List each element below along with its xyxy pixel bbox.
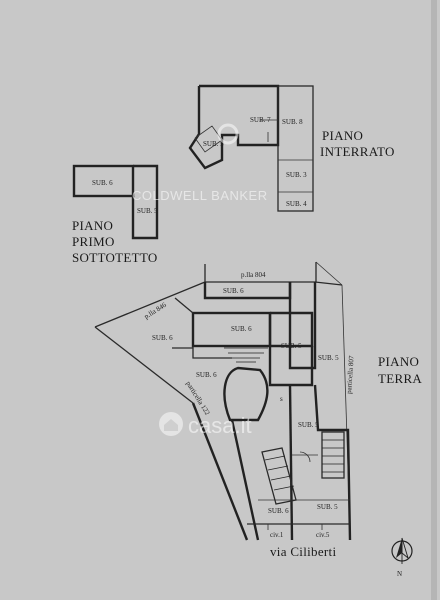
sub6-ground-top-label: SUB. 6 xyxy=(223,287,244,295)
north-label: N xyxy=(397,570,402,578)
basement-plan: SUB. 7 SUB. 8 SUB. 5 SUB. 3 SUB. 4 xyxy=(188,84,314,212)
watermark-casa-it: casa.it xyxy=(188,413,252,438)
sub5-basement-label: SUB. 5 xyxy=(203,140,224,148)
basement-title-line1: PIANO xyxy=(322,128,363,143)
sub6-ground-bottom-label: SUB. 6 xyxy=(268,507,289,515)
sub5-ground-a-label: SUB. 5 xyxy=(281,342,302,350)
basement-title-line2: INTERRATO xyxy=(320,144,395,159)
street-name: via Ciliberti xyxy=(270,544,336,559)
north-arrow-icon xyxy=(391,537,413,564)
stair-lower-right xyxy=(321,431,345,479)
stair-lower-left xyxy=(261,447,297,505)
parcel-804-label: p.lla 804 xyxy=(241,271,266,279)
parcel-807-label: particella 807 xyxy=(345,355,356,394)
sub5-ground-b-label: SUB. 5 xyxy=(318,354,339,362)
attic-plan: SUB. 6 SUB. 5 xyxy=(72,164,159,240)
civ1-label: civ.1 xyxy=(270,531,284,539)
sub4-label: SUB. 4 xyxy=(286,200,307,208)
sub6-attic-label: SUB. 6 xyxy=(92,179,113,187)
sub3-label: SUB. 3 xyxy=(286,171,307,179)
attic-title-line1: PIANO xyxy=(72,218,113,233)
attic-title-line2: PRIMO xyxy=(72,234,115,249)
sub6-ground-mid-label: SUB. 6 xyxy=(196,371,217,379)
sub7-label: SUB. 7 xyxy=(250,116,271,124)
coldwell-banker-logo: COLDWELL BANKER xyxy=(132,123,268,203)
sub6-ground-left-label: SUB. 6 xyxy=(152,334,173,342)
sub5-attic-label: SUB. 5 xyxy=(137,207,158,215)
sub5-ground-c-label: SUB. 5 xyxy=(298,421,319,429)
letter-s-label: s xyxy=(280,395,283,403)
sub8-label: SUB. 8 xyxy=(282,118,303,126)
casa-it-logo: casa.it xyxy=(159,412,252,438)
ground-title-line1: PIANO xyxy=(378,354,419,369)
ground-title-line2: TERRA xyxy=(378,371,422,386)
watermark-coldwell-banker: COLDWELL BANKER xyxy=(132,188,268,203)
attic-title-line3: SOTTOTETTO xyxy=(72,250,158,265)
stair-central xyxy=(224,347,268,363)
civ5-label: civ.5 xyxy=(316,531,330,539)
sub6-ground-center-label: SUB. 6 xyxy=(231,325,252,333)
sub5-ground-bottom-label: SUB. 5 xyxy=(317,503,338,511)
